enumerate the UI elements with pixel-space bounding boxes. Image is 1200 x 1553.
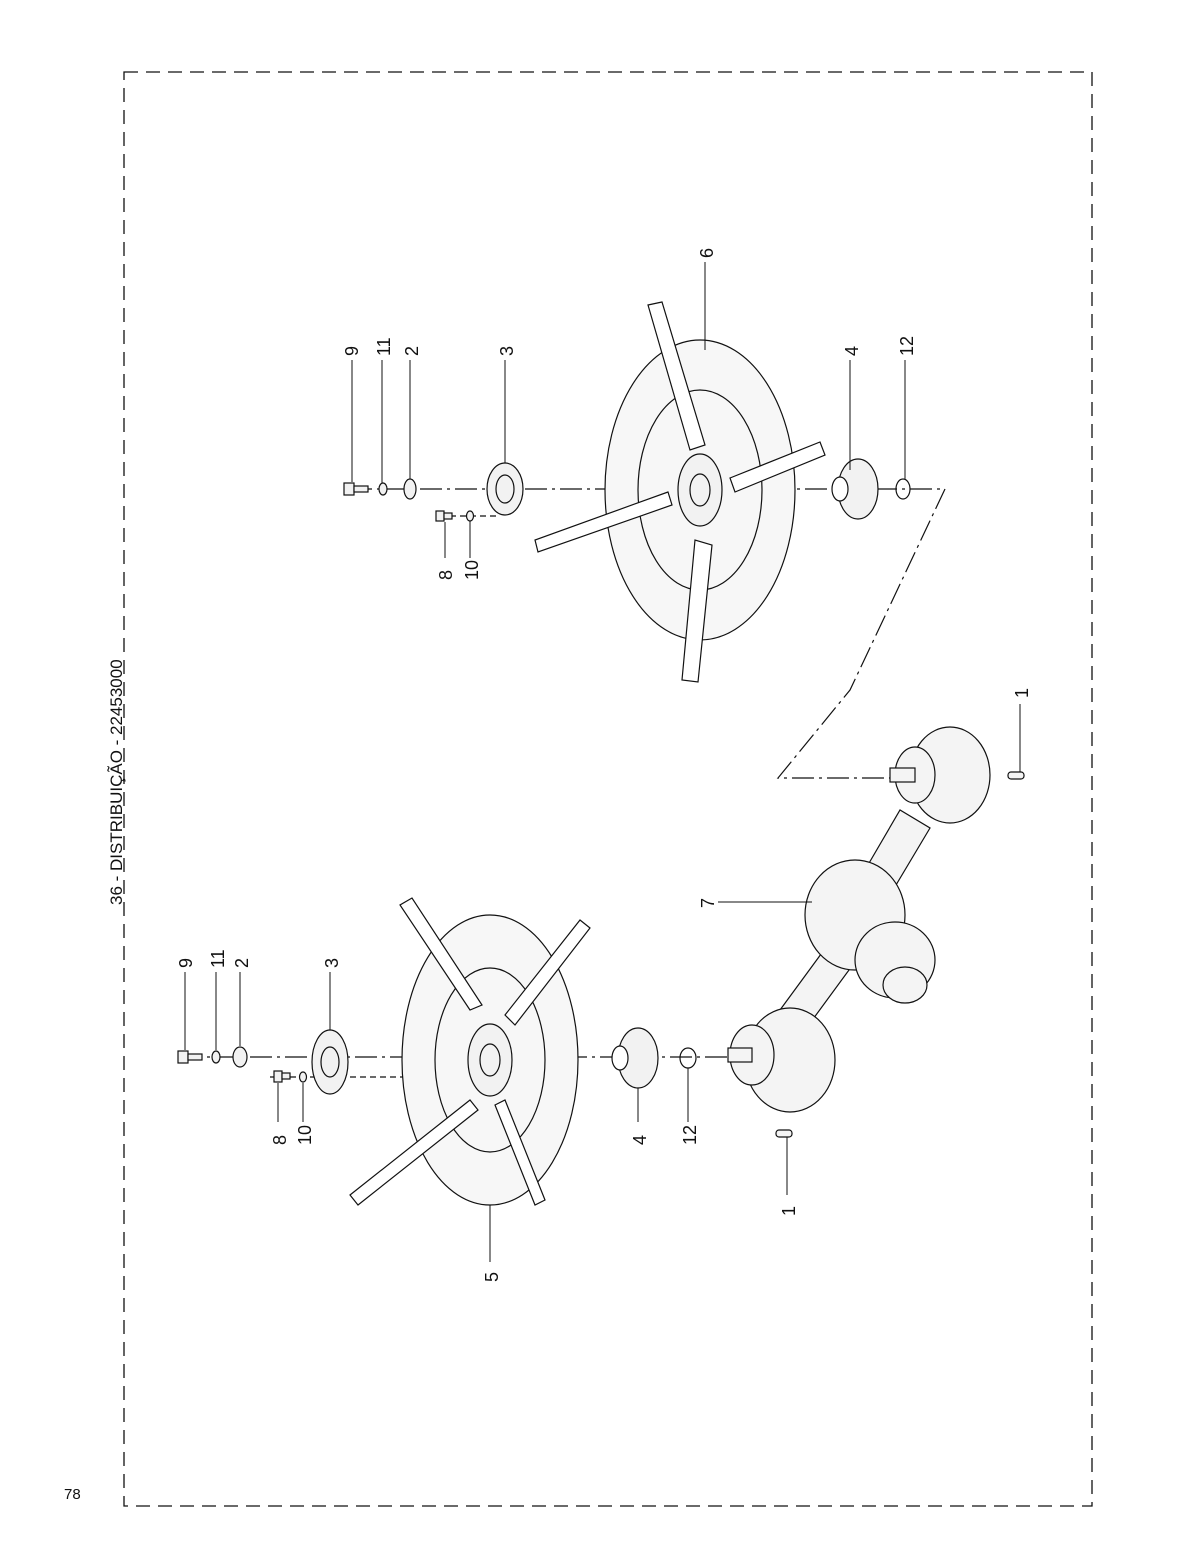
- callout-label: 1: [1012, 688, 1032, 698]
- upper-washer-2: [403, 478, 417, 500]
- lower-bolt-8: [273, 1070, 291, 1083]
- lower-washer-2: [232, 1046, 248, 1068]
- lower-disc-inner: [434, 967, 546, 1153]
- upper-plate-3: [486, 462, 524, 516]
- callout-label: 3: [322, 958, 342, 968]
- upper-nut-11: [378, 482, 388, 496]
- callout-label: 11: [374, 337, 394, 356]
- lower-vane-bottom-right: [494, 1099, 546, 1206]
- lower-vane-bottom-left: [349, 1099, 479, 1206]
- page-title: 36 - DISTRIBUIÇÃO - 22453000: [107, 659, 126, 905]
- upper-nut-10: [465, 510, 475, 522]
- dashed-frame: [123, 71, 1093, 1507]
- lower-plate-3: [311, 1029, 349, 1095]
- upper-ring-12: [895, 478, 911, 500]
- pin-1-lower: [775, 1129, 793, 1138]
- page-number: 78: [64, 1486, 81, 1503]
- pin-1-upper: [1007, 771, 1025, 780]
- gearbox-assembly: [727, 726, 1025, 1138]
- upper-vane-top: [647, 301, 706, 451]
- callout-label: 6: [697, 248, 717, 258]
- lower-nut-10: [298, 1071, 308, 1083]
- callout-label: 10: [295, 1125, 315, 1145]
- upper-disc-hub-hole: [689, 473, 711, 507]
- lower-bolt-9: [177, 1050, 203, 1064]
- lower-nut-11: [211, 1050, 221, 1064]
- gearbox-callouts: [718, 704, 1021, 1195]
- gearbox-right-shaft: [889, 767, 916, 783]
- upper-callout-labels: 9 11 2 3 4 12 6 8 10: [342, 248, 917, 580]
- lower-hub-4: [611, 1027, 659, 1089]
- lower-disc-hub-hole: [479, 1043, 501, 1077]
- lower-vane-top-left: [399, 897, 483, 1011]
- callout-label: 2: [232, 958, 252, 968]
- callout-label: 9: [176, 958, 196, 968]
- upper-disc-hub: [677, 453, 723, 527]
- callout-label: 1: [779, 1206, 799, 1216]
- gearbox-callout-labels: 1 1 7: [698, 688, 1032, 1216]
- callout-label: 8: [436, 570, 456, 580]
- callout-label: 4: [630, 1135, 650, 1145]
- upper-vane-left: [534, 491, 673, 553]
- lower-ring-12: [679, 1047, 697, 1069]
- lower-disc-hub: [467, 1023, 513, 1097]
- upper-vane-right: [729, 441, 826, 493]
- callout-label: 8: [270, 1135, 290, 1145]
- upper-vane-bottom: [681, 539, 713, 683]
- callout-label: 5: [482, 1272, 502, 1282]
- upper-link-line: [776, 488, 946, 779]
- callout-label: 9: [342, 346, 362, 356]
- callout-label: 12: [897, 336, 917, 356]
- upper-callouts: [351, 262, 906, 558]
- callout-label: 11: [208, 949, 228, 968]
- callout-label: 12: [680, 1125, 700, 1145]
- upper-bolt-9: [343, 482, 369, 496]
- lower-callout-labels: 9 11 2 3 4 12 8 10 5: [176, 949, 700, 1282]
- callout-label: 4: [842, 346, 862, 356]
- gearbox-left-shaft: [727, 1047, 753, 1063]
- upper-bolt-8: [435, 510, 453, 522]
- lower-spreader-assembly: [177, 897, 760, 1206]
- callout-label: 3: [497, 346, 517, 356]
- lower-callouts: [184, 972, 689, 1262]
- gearbox-center-flange-inner: [882, 966, 928, 1004]
- callout-label: 10: [462, 560, 482, 580]
- upper-hub-4: [831, 458, 879, 520]
- lower-vane-top-right: [504, 919, 591, 1026]
- upper-spreader-assembly: [343, 301, 946, 779]
- callout-label: 7: [698, 898, 718, 908]
- callout-label: 2: [402, 346, 422, 356]
